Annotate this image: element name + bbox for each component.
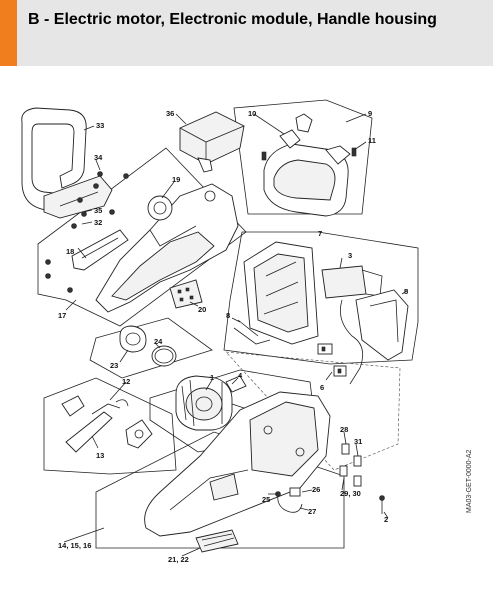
part-bracket — [71, 229, 129, 271]
part-top-cap — [179, 111, 245, 173]
label-part-1: 1 — [210, 373, 214, 382]
header-bar: B - Electric motor, Electronic module, H… — [0, 0, 493, 66]
label-part-6: 6 — [320, 383, 324, 392]
label-part-31: 31 — [354, 437, 362, 446]
part-bearing-ring — [119, 325, 177, 367]
label-part-14-16: 14, 15, 16 — [58, 541, 91, 550]
part-electronic-module — [233, 241, 319, 345]
part-connector — [317, 343, 347, 377]
part-label-plate — [169, 279, 203, 309]
label-part-10: 10 — [248, 109, 256, 118]
label-part-34: 34 — [94, 153, 103, 162]
part-side-cover — [355, 289, 409, 361]
label-part-18: 18 — [66, 247, 74, 256]
label-part-17: 17 — [58, 311, 66, 320]
part-electric-motor — [175, 375, 251, 431]
label-part-27: 27 — [308, 507, 316, 516]
label-part-23: 23 — [110, 361, 118, 370]
label-part-11: 11 — [368, 136, 376, 145]
part-fasteners-right — [339, 443, 385, 514]
part-motor-carrier — [144, 391, 331, 537]
label-part-35: 35 — [94, 206, 102, 215]
frame-small-parts — [43, 377, 177, 475]
part-cable — [275, 487, 303, 513]
label-part-36: 36 — [166, 109, 174, 118]
accent-stripe — [0, 0, 17, 66]
label-part-9: 9 — [368, 109, 372, 118]
label-part-13: 13 — [96, 451, 104, 460]
label-part-19: 19 — [172, 175, 180, 184]
label-part-29-30: 29, 30 — [340, 489, 361, 498]
part-screws-left — [45, 171, 129, 293]
label-part-5: 5 — [404, 287, 408, 296]
part-handle-housing — [95, 183, 239, 313]
label-part-21-22: 21, 22 — [168, 555, 189, 564]
label-part-12: 12 — [122, 377, 130, 386]
frame-cover-assembly — [233, 99, 373, 215]
exploded-parts-diagram: 33 36 10 9 11 34 19 35 32 18 7 3 5 20 17… — [21, 99, 419, 564]
label-part-7: 7 — [318, 229, 322, 238]
part-cover — [261, 113, 357, 217]
label-part-25: 25 — [262, 495, 270, 504]
part-small-parts — [61, 395, 153, 453]
label-part-3: 3 — [348, 251, 352, 260]
leader-lines — [63, 113, 409, 557]
label-part-2: 2 — [384, 515, 388, 524]
label-part-8: 8 — [226, 311, 230, 320]
frame-motor-carrier — [95, 431, 345, 549]
label-part-4: 4 — [238, 371, 243, 380]
label-part-32: 32 — [94, 218, 102, 227]
frame-fan-group — [89, 317, 213, 379]
label-part-26: 26 — [312, 485, 320, 494]
label-part-24: 24 — [154, 337, 163, 346]
label-part-20: 20 — [198, 305, 206, 314]
label-part-33: 33 — [96, 121, 104, 130]
part-base-plate — [195, 529, 239, 553]
page-title: B - Electric motor, Electronic module, H… — [28, 11, 437, 28]
document-reference: MA03-GET-0000-A2 — [466, 449, 473, 513]
label-part-28: 28 — [340, 425, 348, 434]
frame-handle-housing — [37, 147, 247, 327]
part-control-board — [321, 265, 383, 385]
frame-electronic-module — [223, 231, 419, 365]
